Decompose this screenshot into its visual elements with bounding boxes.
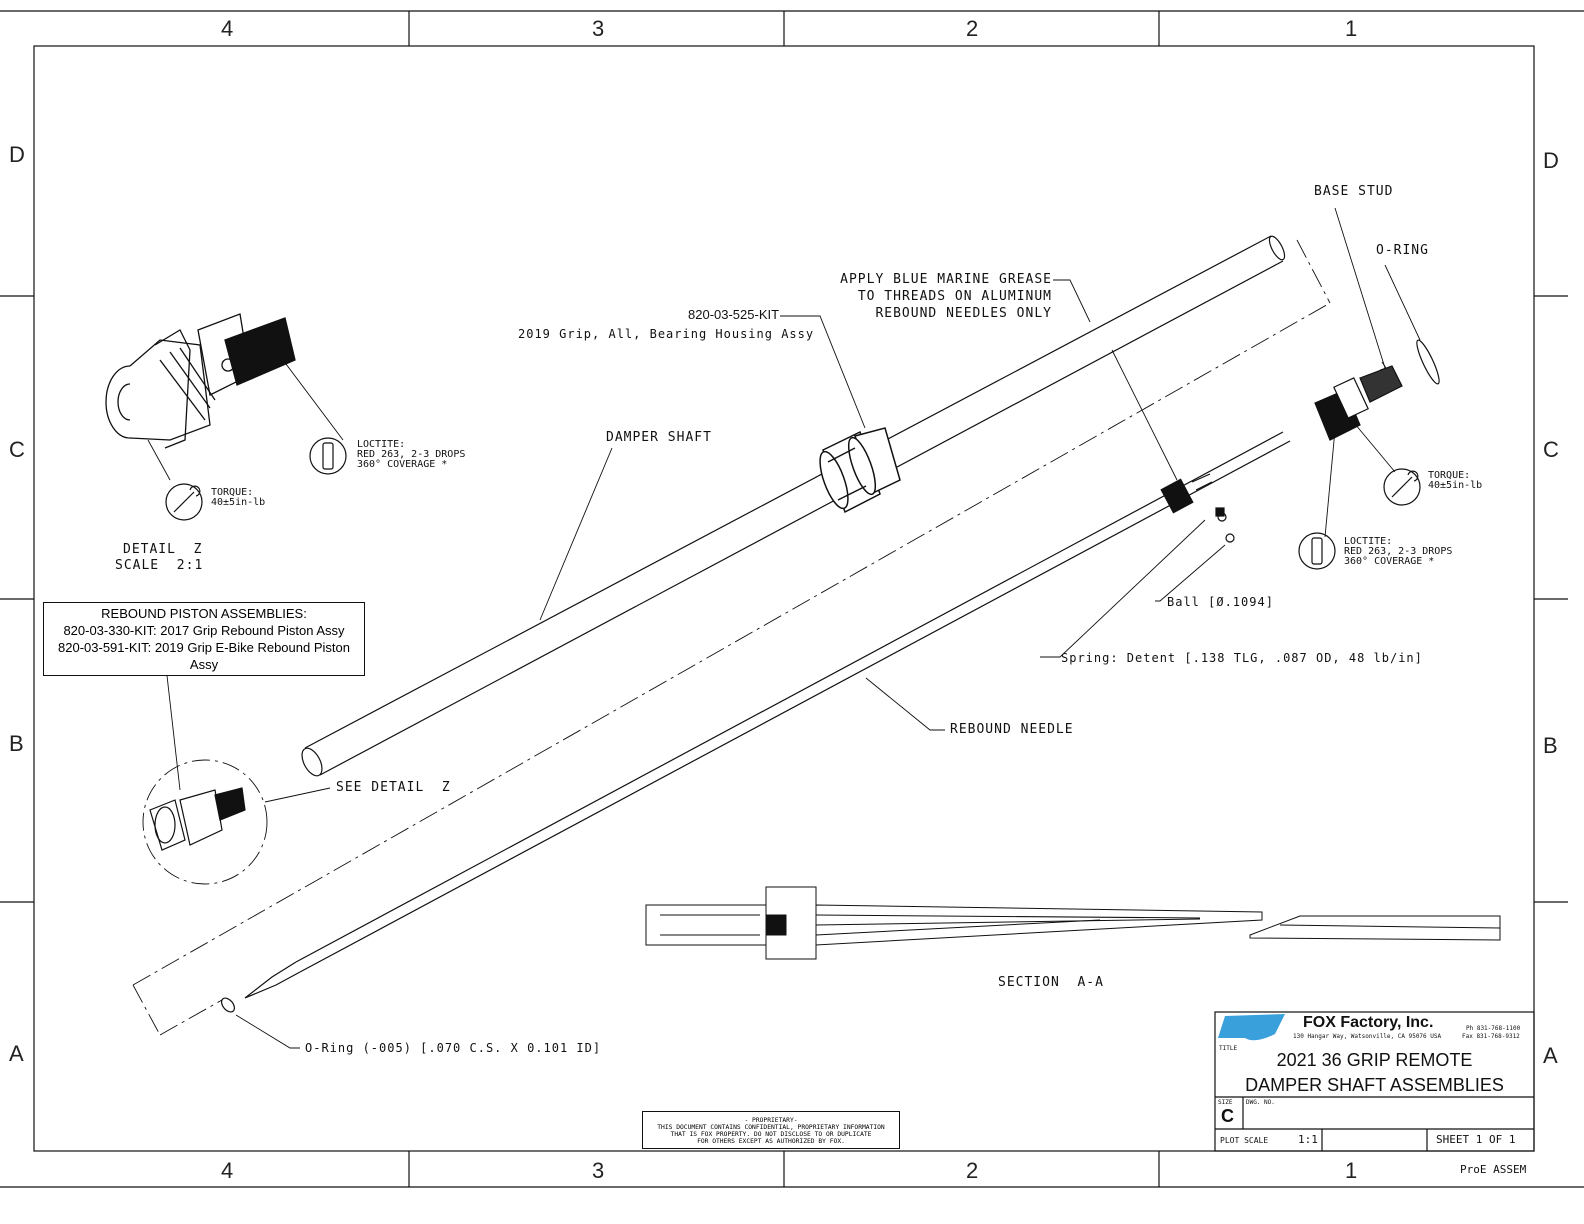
drawing-title-1: 2021 36 GRIP REMOTE bbox=[1276, 1050, 1473, 1070]
loctite-note-1: LOCTITE: bbox=[357, 439, 406, 450]
center-line bbox=[132, 239, 1331, 1036]
loctite-note-2: RED 263, 2-3 DROPS bbox=[1344, 546, 1453, 557]
plot-scale-value: 1:1 bbox=[1298, 1133, 1318, 1146]
bearing-part-number: 820-03-525-KIT bbox=[688, 307, 780, 322]
section-label: SECTION A-A bbox=[998, 975, 1104, 990]
loctite-note-1: LOCTITE: bbox=[1344, 536, 1393, 547]
zone-row-c: C bbox=[1543, 437, 1559, 462]
drawing-frame bbox=[0, 10, 1584, 1188]
piston-box-item: 820-03-591-KIT: 2019 Grip E-Bike Rebound… bbox=[58, 640, 350, 672]
loctite-note-3: 360° COVERAGE * bbox=[357, 459, 448, 470]
damper-shaft bbox=[301, 235, 1286, 777]
zone-col-4: 4 bbox=[221, 1158, 234, 1183]
rebound-needle bbox=[220, 431, 1291, 1013]
detail-z-label: DETAIL Z bbox=[123, 542, 203, 557]
zone-col-2: 2 bbox=[966, 16, 979, 41]
loctite-icon bbox=[1298, 532, 1336, 570]
company-phone: Ph 831-768-1100 bbox=[1466, 1025, 1521, 1032]
piston-box-item: 820-03-330-KIT: 2017 Grip Rebound Piston… bbox=[63, 623, 345, 638]
company-address: 130 Hangar Way, Watsonville, CA 95076 US… bbox=[1293, 1033, 1442, 1040]
zone-row-d: D bbox=[1543, 148, 1559, 173]
zone-col-1: 1 bbox=[1345, 1158, 1358, 1183]
spring-label: Spring: Detent [.138 TLG, .087 OD, 48 lb… bbox=[1061, 651, 1423, 665]
base-stud-label: BASE STUD bbox=[1314, 184, 1394, 199]
dwg-no-label: DWG. NO. bbox=[1246, 1099, 1275, 1106]
torque-wrench-icon bbox=[165, 483, 203, 521]
bearing-housing bbox=[819, 427, 901, 514]
size-value: C bbox=[1221, 1106, 1234, 1126]
zone-row-a: A bbox=[9, 1041, 24, 1066]
detail-z-view bbox=[105, 313, 296, 449]
rebound-needle-label: REBOUND NEEDLE bbox=[950, 722, 1074, 737]
section-a-a bbox=[645, 886, 1501, 960]
torque-wrench-icon bbox=[1383, 468, 1421, 506]
fox-logo bbox=[1218, 1014, 1285, 1041]
torque-note-1: TORQUE: bbox=[1428, 470, 1471, 481]
sheet-number: SHEET 1 OF 1 bbox=[1436, 1133, 1516, 1146]
piston-box-heading: REBOUND PISTON ASSEMBLIES: bbox=[101, 606, 307, 621]
zone-col-4: 4 bbox=[221, 16, 234, 41]
base-stud bbox=[1215, 339, 1440, 543]
bearing-description: 2019 Grip, All, Bearing Housing Assy bbox=[518, 327, 815, 341]
size-label: SIZE bbox=[1218, 1099, 1233, 1106]
damper-shaft-label: DAMPER SHAFT bbox=[606, 430, 712, 445]
loctite-note-3: 360° COVERAGE * bbox=[1344, 556, 1435, 567]
company-name: FOX Factory, Inc. bbox=[1303, 1014, 1434, 1031]
rebound-piston-box: REBOUND PISTON ASSEMBLIES: 820-03-330-KI… bbox=[43, 602, 365, 676]
proprietary-notice: - PROPRIETARY- THIS DOCUMENT CONTAINS CO… bbox=[642, 1111, 900, 1149]
see-detail-label: SEE DETAIL Z bbox=[336, 780, 451, 795]
company-fax: Fax 831-768-9312 bbox=[1462, 1033, 1520, 1040]
loctite-note-2: RED 263, 2-3 DROPS bbox=[357, 449, 466, 460]
torque-note-2: 40±5in-lb bbox=[211, 497, 266, 508]
grease-note-2: TO THREADS ON ALUMINUM bbox=[857, 289, 1052, 304]
ball-label: Ball [Ø.1094] bbox=[1167, 595, 1274, 609]
proprietary-text: THAT IS FOX PROPERTY. DO NOT DISCLOSE TO… bbox=[670, 1131, 872, 1138]
title-label: TITLE bbox=[1219, 1045, 1238, 1052]
drawing-title-2: DAMPER SHAFT ASSEMBLIES bbox=[1245, 1075, 1504, 1095]
o-ring-bottom-label: O-Ring (-005) [.070 C.S. X 0.101 ID] bbox=[305, 1041, 602, 1055]
torque-note-2: 40±5in-lb bbox=[1428, 480, 1483, 491]
grease-note-1: APPLY BLUE MARINE GREASE bbox=[840, 272, 1052, 287]
zone-row-d: D bbox=[9, 142, 25, 167]
zone-col-2: 2 bbox=[966, 1158, 979, 1183]
plot-scale-label: PLOT SCALE bbox=[1220, 1136, 1269, 1145]
loctite-icon bbox=[309, 437, 347, 475]
title-block-lines bbox=[1214, 1011, 1535, 1152]
zone-row-a: A bbox=[1543, 1043, 1558, 1068]
zone-col-3: 3 bbox=[592, 1158, 605, 1183]
proprietary-heading: - PROPRIETARY- bbox=[744, 1117, 798, 1124]
o-ring-label: O-RING bbox=[1376, 243, 1429, 258]
torque-note-1: TORQUE: bbox=[211, 487, 254, 498]
footer-label: ProE ASSEM bbox=[1460, 1163, 1527, 1176]
zone-col-3: 3 bbox=[592, 16, 605, 41]
zone-col-1: 1 bbox=[1345, 16, 1358, 41]
grease-note-3: REBOUND NEEDLES ONLY bbox=[875, 306, 1052, 321]
proprietary-text: FOR OTHERS EXCEPT AS AUTHORIZED BY FOX. bbox=[697, 1138, 845, 1145]
detail-z-scale: SCALE 2:1 bbox=[115, 558, 204, 573]
proprietary-text: THIS DOCUMENT CONTAINS CONFIDENTIAL, PRO… bbox=[657, 1124, 885, 1131]
zone-row-b: B bbox=[9, 731, 24, 756]
zone-row-c: C bbox=[9, 437, 25, 462]
zone-row-b: B bbox=[1543, 733, 1558, 758]
leader-lines bbox=[147, 207, 1421, 1049]
detail-circle bbox=[142, 759, 268, 885]
